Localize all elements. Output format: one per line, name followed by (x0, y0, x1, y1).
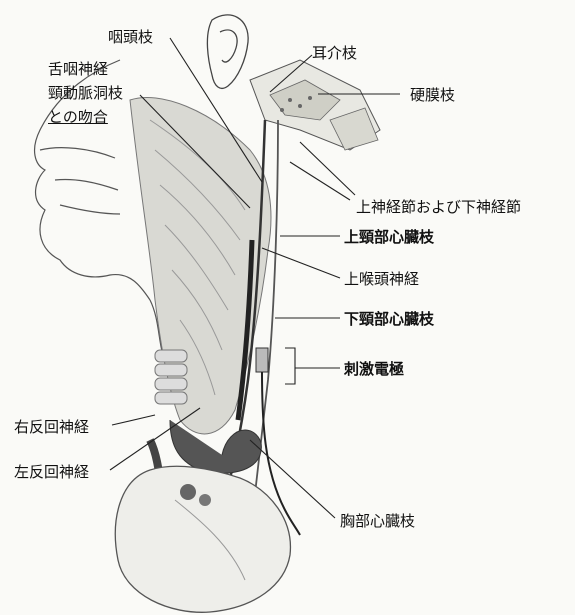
label-left-recurrent-laryngeal: 左反回神経 (14, 463, 89, 481)
electrode-bracket (285, 348, 295, 384)
skull-base (250, 60, 380, 150)
label-superior-inferior-ganglion: 上神経節および下神経節 (356, 198, 521, 216)
label-stimulation-electrode: 刺激電極 (344, 360, 404, 378)
label-right-recurrent-laryngeal: 右反回神経 (14, 418, 89, 436)
label-superior-cervical-cardiac: 上頸部心臓枝 (344, 228, 434, 246)
right-recurrent-line (112, 415, 155, 425)
label-glossopharyngeal-nerve: 舌咽神経 (48, 60, 108, 78)
ganglion-line-1 (300, 142, 355, 195)
label-auricular-branch: 耳介枝 (312, 44, 357, 62)
superior-laryngeal-line (262, 248, 340, 278)
label-carotid-sinus-branch: 頸動脈洞枝 (48, 84, 123, 102)
ear-illustration (207, 15, 248, 88)
label-thoracic-cardiac-branch: 胸部心臓枝 (340, 512, 415, 530)
label-superior-laryngeal-nerve: 上喉頭神経 (344, 270, 419, 288)
label-pharyngeal-branch: 咽頭枝 (108, 28, 153, 46)
label-meningeal-branch: 硬膜枝 (410, 86, 455, 104)
label-inferior-cervical-cardiac: 下頸部心臓枝 (344, 310, 434, 328)
label-anastomosis: との吻合 (48, 108, 108, 126)
